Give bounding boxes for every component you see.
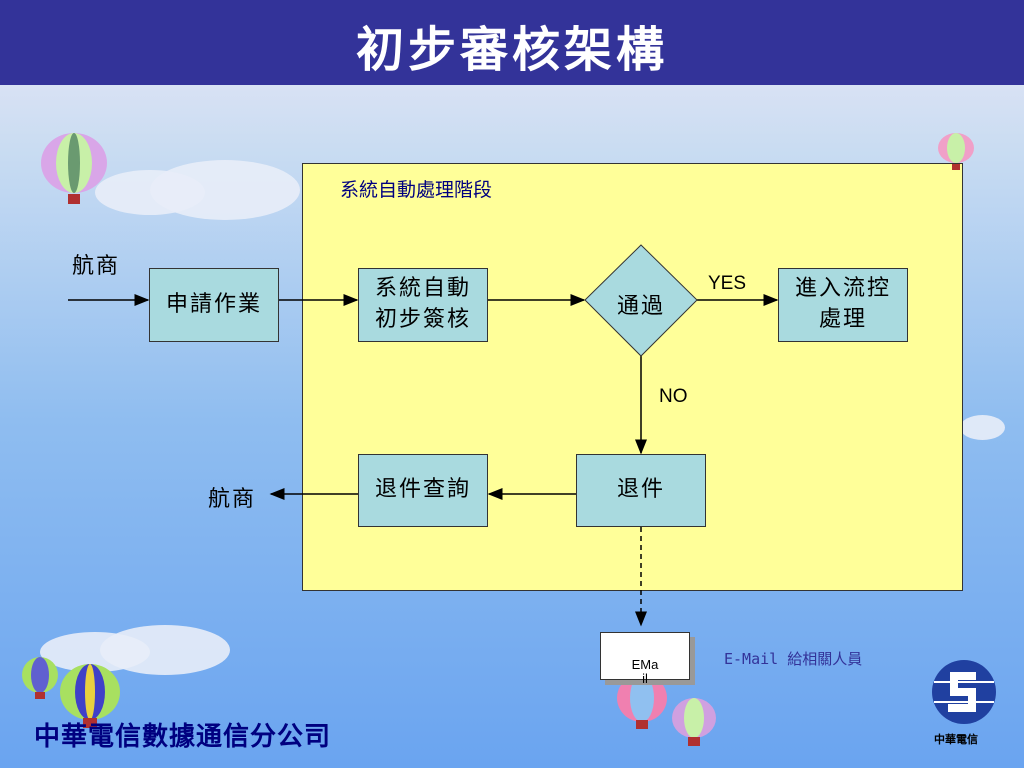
email-note: E-Mail 給相關人員 bbox=[724, 650, 863, 668]
balloon-icon bbox=[617, 674, 667, 729]
no-label: NO bbox=[659, 386, 688, 407]
title-bar: 初步審核架構 bbox=[0, 0, 1024, 85]
stage-label: 系統自動處理階段 bbox=[340, 179, 493, 201]
apply-node: 申請作業 bbox=[149, 268, 279, 342]
page-title: 初步審核架構 bbox=[355, 22, 668, 78]
decision-diamond bbox=[584, 244, 698, 357]
balloon-icon bbox=[41, 133, 107, 204]
return-query-node: 退件查詢 bbox=[358, 454, 488, 527]
cloud-decoration bbox=[100, 625, 230, 675]
auto-review-node: 系統自動 初步簽核 bbox=[358, 268, 488, 342]
cloud-decoration bbox=[150, 160, 300, 220]
decision-label: 通過 bbox=[616, 294, 665, 319]
logo-text: 中華電信 bbox=[934, 733, 978, 746]
balloon-icon bbox=[938, 133, 974, 170]
email-icon-text: EMa il bbox=[631, 657, 659, 686]
airline-out-label: 航商 bbox=[208, 487, 257, 512]
flow-control-node: 進入流控 處理 bbox=[778, 268, 908, 342]
yes-label: YES bbox=[708, 273, 747, 294]
company-name: 中華電信數據通信分公司 bbox=[34, 722, 332, 752]
cht-logo-icon bbox=[932, 660, 996, 724]
balloon-icon bbox=[60, 664, 120, 728]
airline-in-label: 航商 bbox=[72, 254, 121, 279]
return-node: 退件 bbox=[576, 454, 706, 527]
cloud-decoration bbox=[960, 415, 1005, 440]
email-icon bbox=[600, 632, 690, 680]
balloon-icon bbox=[672, 698, 716, 746]
balloon-icon bbox=[22, 657, 58, 699]
